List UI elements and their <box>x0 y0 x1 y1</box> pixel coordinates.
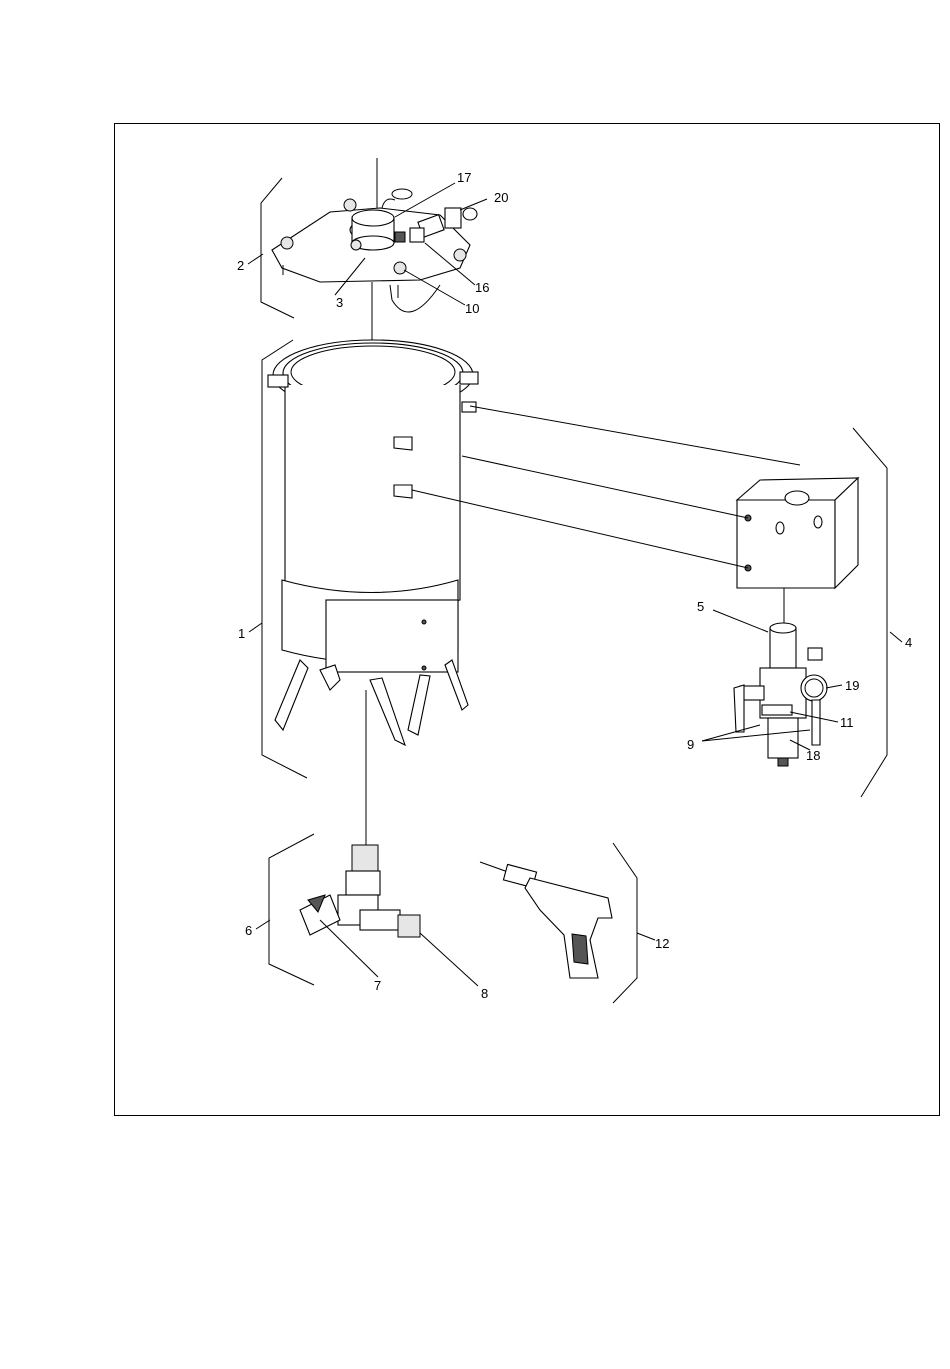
outlet-valve-assembly <box>300 845 420 937</box>
callout-18: 18 <box>806 748 820 763</box>
callout-11: 11 <box>840 715 854 730</box>
callout-19: 19 <box>845 678 859 693</box>
callout-12: 12 <box>655 936 669 951</box>
callout-3: 3 <box>336 295 343 310</box>
callout-5: 5 <box>697 599 704 614</box>
callout-6: 6 <box>245 923 252 938</box>
lid-assembly <box>272 158 477 312</box>
callout-10: 10 <box>465 301 479 316</box>
callout-20: 20 <box>494 190 508 205</box>
callout-8: 8 <box>481 986 488 1001</box>
callout-16: 16 <box>475 280 489 295</box>
pressure-tank <box>268 282 478 845</box>
callout-9: 9 <box>687 737 694 752</box>
callout-7: 7 <box>374 978 381 993</box>
callout-2: 2 <box>237 258 244 273</box>
callout-1: 1 <box>238 626 245 641</box>
regulator-assembly <box>734 623 827 766</box>
mounting-bracket <box>412 406 858 628</box>
callout-4: 4 <box>905 635 912 650</box>
callout-17: 17 <box>457 170 471 185</box>
spray-gun <box>480 862 612 978</box>
